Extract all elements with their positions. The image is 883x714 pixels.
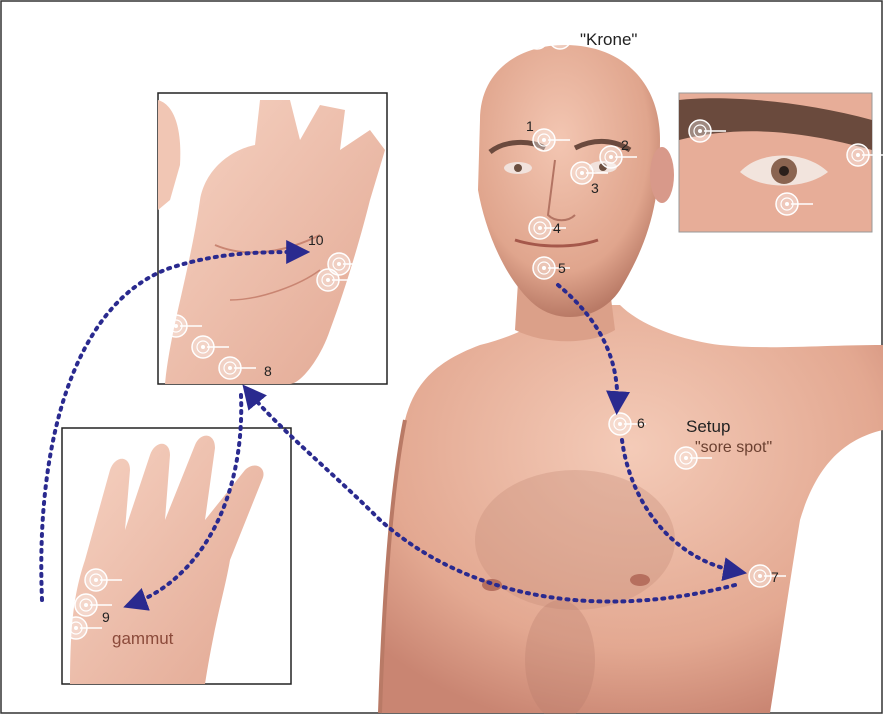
point-7-label: 7 [771,569,779,585]
back-of-hand-inset [62,428,291,684]
setup-title: Setup [686,417,730,436]
setup-subtitle: "sore spot" [695,439,772,456]
palm-inset [158,93,387,384]
point-5-label: 5 [558,260,566,276]
crown-label: "Krone" [580,30,637,49]
point-1-label: 1 [526,118,534,134]
eye-closeup-inset [679,93,872,232]
tapping-point-marker-icon [847,144,883,166]
point-2-label: 2 [621,137,629,153]
point-4-label: 4 [553,220,561,236]
point-3-label: 3 [591,180,599,196]
point-10-label: 10 [308,232,324,248]
point-9-label: 9 [102,609,110,625]
gammut-label: gammut [112,629,174,648]
point-8-label: 8 [264,363,272,379]
point-6-label: 6 [637,415,645,431]
